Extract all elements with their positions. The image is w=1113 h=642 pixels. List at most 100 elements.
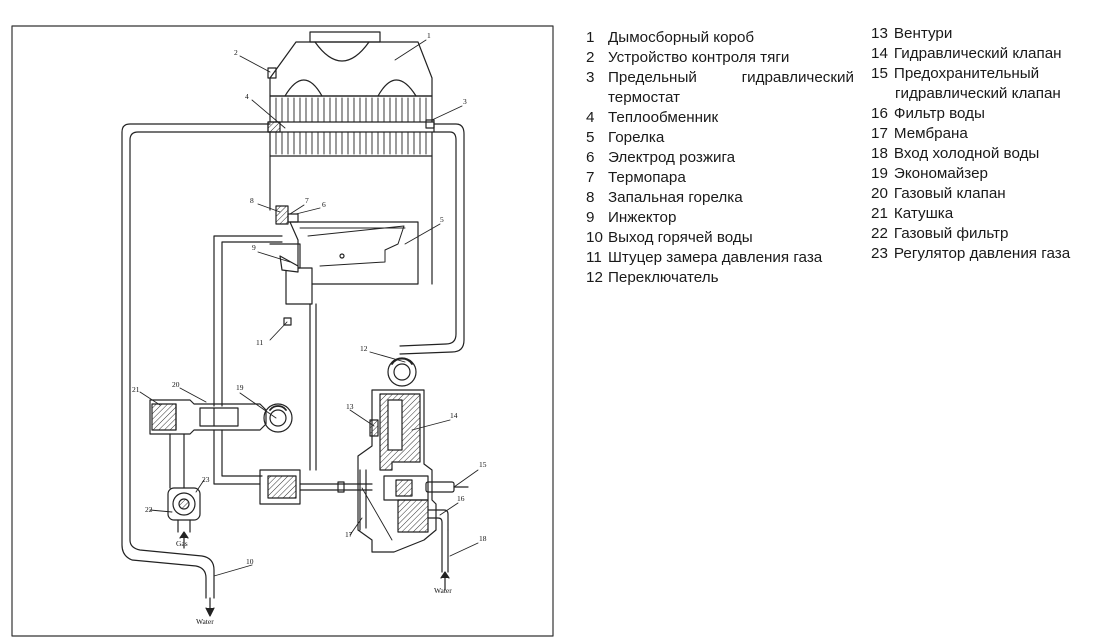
hot-water-pipe bbox=[121, 123, 465, 599]
legend-item: 15 Предохранительный bbox=[871, 64, 1111, 84]
water-outlet-label: Water bbox=[196, 617, 214, 626]
legend-label: Вентури bbox=[893, 25, 953, 42]
callout-19: 19 bbox=[236, 383, 244, 392]
callout-5: 5 bbox=[440, 215, 444, 224]
legend-number: 4 bbox=[586, 109, 595, 126]
callout-21: 21 bbox=[132, 385, 140, 394]
callout-12: 12 bbox=[360, 344, 368, 353]
legend-label: Штуцер замера давления газа bbox=[608, 249, 823, 266]
callout-8: 8 bbox=[250, 196, 254, 205]
legend-number: 18 bbox=[871, 145, 888, 162]
gas-inlet-label: Gas bbox=[176, 539, 188, 548]
legend-left-column: 1 Дымосборный короб 2 Устройство контроля … bbox=[586, 28, 854, 288]
hydraulic-valve bbox=[357, 357, 469, 579]
callout-23: 23 bbox=[202, 475, 210, 484]
boiler-schematic: 1 2 3 4 5 6 7 8 9 10 11 12 13 14 15 16 1… bbox=[11, 25, 554, 637]
legend-item: 20 Газовый клапан bbox=[871, 184, 1111, 204]
legend-item: 9 Инжектор bbox=[586, 208, 854, 228]
legend-item: 4 Теплообменник bbox=[586, 108, 854, 128]
callout-7: 7 bbox=[305, 196, 309, 205]
legend-number: 15 bbox=[871, 65, 888, 82]
legend-item: 14 Гидравлический клапан bbox=[871, 44, 1111, 64]
diagram-frame bbox=[11, 25, 554, 637]
legend-item: 17 Мембрана bbox=[871, 124, 1111, 144]
legend-item: 10 Выход горячей воды bbox=[586, 228, 854, 248]
legend-label: Мембрана bbox=[893, 125, 968, 142]
water-out-arrow bbox=[205, 597, 215, 617]
legend-label: гидравлический клапан bbox=[895, 85, 1061, 102]
legend-label: Горелка bbox=[608, 129, 665, 146]
heat-exchanger bbox=[267, 95, 435, 157]
callout-1: 1 bbox=[427, 31, 431, 40]
callout-9: 9 bbox=[252, 243, 256, 252]
legend-number: 22 bbox=[871, 225, 888, 242]
legend-label: Гидравлический клапан bbox=[893, 45, 1062, 62]
legend-label: Предельный гидравлический термостат bbox=[608, 69, 854, 106]
legend-label: Экономайзер bbox=[893, 165, 988, 182]
legend-number: 14 bbox=[871, 45, 888, 62]
legend-number: 17 bbox=[871, 125, 888, 142]
legend-number: 3 bbox=[586, 69, 595, 86]
legend-number: 6 bbox=[586, 149, 595, 166]
legend-label: Инжектор bbox=[608, 209, 677, 226]
callout-17: 17 bbox=[345, 530, 353, 539]
combustion-chamber bbox=[269, 155, 433, 326]
gas-pilot-line bbox=[213, 235, 317, 471]
legend-number: 19 bbox=[871, 165, 888, 182]
legend-label: Вход холодной воды bbox=[893, 145, 1040, 162]
legend-number: 12 bbox=[586, 269, 603, 286]
callout-18: 18 bbox=[479, 534, 487, 543]
legend-item: 3 Предельный гидравлический термостат bbox=[586, 68, 854, 108]
valve-linkage bbox=[259, 469, 373, 505]
legend-item: 19 Экономайзер bbox=[871, 164, 1111, 184]
legend-label: Фильтр воды bbox=[893, 105, 985, 122]
legend-label: Устройство контроля тяги bbox=[608, 49, 790, 66]
legend-number: 16 bbox=[871, 105, 888, 122]
leader-lines bbox=[139, 39, 479, 577]
callout-13: 13 bbox=[346, 402, 354, 411]
smoke-hood bbox=[267, 31, 433, 97]
legend-number: 1 bbox=[586, 29, 595, 46]
legend-number: 23 bbox=[871, 245, 888, 262]
gas-valve-assembly bbox=[149, 399, 293, 489]
legend-number: 20 bbox=[871, 185, 888, 202]
callout-14: 14 bbox=[450, 411, 458, 420]
legend-label: Запальная горелка bbox=[608, 189, 743, 206]
callout-2: 2 bbox=[234, 48, 238, 57]
legend-item: 12 Переключатель bbox=[586, 268, 854, 288]
callout-11: 11 bbox=[256, 338, 263, 347]
water-inlet-label: Water bbox=[434, 586, 452, 595]
legend-label: Термопара bbox=[608, 169, 686, 186]
legend-item-continuation: гидравлический клапан bbox=[871, 84, 1111, 104]
callout-3: 3 bbox=[463, 97, 467, 106]
legend-label: Регулятор давления газа bbox=[893, 245, 1071, 262]
callout-6: 6 bbox=[322, 200, 326, 209]
callout-22: 22 bbox=[145, 505, 153, 514]
schematic-panel: 1 2 3 4 5 6 7 8 9 10 11 12 13 14 15 16 1… bbox=[11, 25, 554, 637]
legend-item: 23 Регулятор давления газа bbox=[871, 244, 1111, 264]
legend-item: 2 Устройство контроля тяги bbox=[586, 48, 854, 68]
legend-number: 10 bbox=[586, 229, 603, 246]
legend-item: 1 Дымосборный короб bbox=[586, 28, 854, 48]
legend-label: Выход горячей воды bbox=[608, 229, 753, 246]
legend-label: Предохранительный bbox=[893, 65, 1040, 82]
legend-label: Переключатель bbox=[608, 269, 719, 286]
legend-number: 9 bbox=[586, 209, 595, 226]
legend-label: Теплообменник bbox=[608, 109, 719, 126]
callout-20: 20 bbox=[172, 380, 180, 389]
legend-label: Газовый клапан bbox=[893, 185, 1006, 202]
legend-label: Дымосборный короб bbox=[608, 29, 755, 46]
legend-number: 2 bbox=[586, 49, 595, 66]
legend-item: 18 Вход холодной воды bbox=[871, 144, 1111, 164]
callout-4: 4 bbox=[245, 92, 249, 101]
callout-15: 15 bbox=[479, 460, 487, 469]
